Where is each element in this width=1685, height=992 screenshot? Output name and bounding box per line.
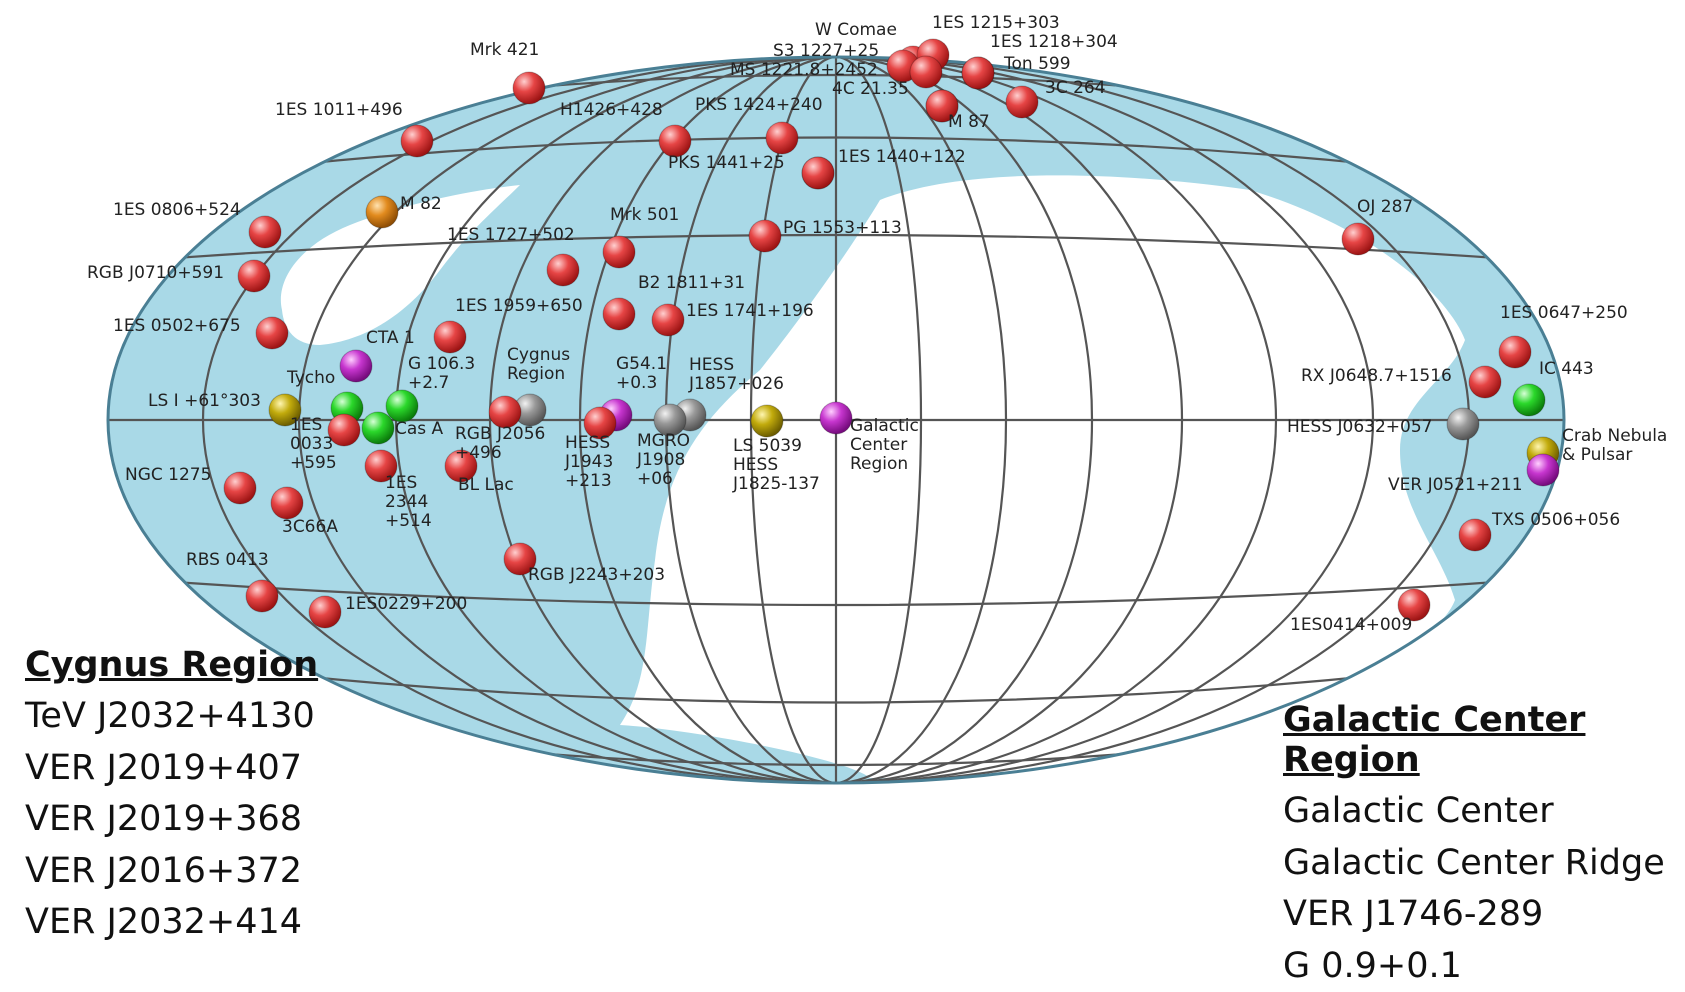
label-oj-287: OJ 287 bbox=[1357, 197, 1413, 217]
label-s3-1227-25: S3 1227+25 bbox=[773, 41, 879, 61]
marker-1es-1741-196 bbox=[652, 304, 684, 336]
cygnus-legend-item: VER J2016+372 bbox=[25, 846, 318, 898]
marker-pg-1553-113 bbox=[749, 220, 781, 252]
marker-pks-1424-240 bbox=[766, 122, 798, 154]
label-1es-1959-650: 1ES 1959+650 bbox=[455, 296, 583, 316]
cygnus-legend-item: TeV J2032+4130 bbox=[25, 691, 318, 743]
label-rbs-0413: 1ES0229+200 bbox=[345, 594, 467, 614]
marker-1es-0647-250 bbox=[1499, 336, 1531, 368]
label-m-87: M 87 bbox=[948, 112, 990, 132]
marker-g-106-3-2-7 bbox=[386, 390, 418, 422]
label-rgb-j2243-203: 1ES0414+009 bbox=[1290, 615, 1412, 635]
marker-m-82 bbox=[366, 196, 398, 228]
marker-3c-264 bbox=[1006, 86, 1038, 118]
label-rx-j0648-7-1516: RX J0648.7+1516 bbox=[1301, 366, 1452, 386]
label-1es-0502-675: 1ES 0502+675 bbox=[113, 316, 241, 336]
marker-ver-j0521-211 bbox=[224, 472, 256, 504]
label-ngc-1275: 3C66A bbox=[282, 517, 338, 537]
marker-ms-1221-8-2452 bbox=[910, 56, 942, 88]
marker-cas-a bbox=[362, 412, 394, 444]
label-1es-1727-502: 1ES 1727+502 bbox=[447, 225, 575, 245]
label-1es0229-200: RGB J2243+203 bbox=[528, 565, 665, 585]
label-4c-21-35: 4C 21.35 bbox=[832, 79, 909, 99]
marker-bl-lac bbox=[1459, 519, 1491, 551]
marker-1es-1440-122 bbox=[802, 157, 834, 189]
marker-ls-5039 bbox=[751, 405, 783, 437]
label-1es-1215-303: 1ES 1215+303 bbox=[932, 13, 1060, 33]
label-pks-1424-240: PKS 1424+240 bbox=[695, 95, 823, 115]
label-ver-j0521-211: NGC 1275 bbox=[125, 465, 211, 485]
cygnus-legend-item: VER J2019+368 bbox=[25, 794, 318, 846]
label-ic-443: IC 443 bbox=[1539, 359, 1594, 379]
label-ton-599: Ton 599 bbox=[1003, 54, 1071, 74]
label-cta-1: CTA 1 bbox=[366, 328, 415, 348]
marker-txs-0506-056 bbox=[246, 580, 278, 612]
label-mrk-421: Mrk 421 bbox=[470, 40, 539, 60]
label-1es-2344-514: BL Lac bbox=[458, 475, 514, 495]
label-rgb-j0710-591: RGB J0710+591 bbox=[87, 263, 224, 283]
marker-hess-j1825-137 bbox=[820, 402, 852, 434]
label-h1426-428: H1426+428 bbox=[560, 100, 663, 120]
marker-cta-1 bbox=[340, 350, 372, 382]
marker-oj-287 bbox=[1342, 223, 1374, 255]
label-ms-1221-8-2452: MS 1221.8+2452 bbox=[730, 60, 878, 80]
label-hess-j0632-057: Crab Nebula& Pulsar bbox=[1562, 426, 1667, 465]
marker-1es-1727-502 bbox=[547, 254, 579, 286]
label-mrk-501: Mrk 501 bbox=[610, 205, 679, 225]
marker-mrk-421 bbox=[513, 72, 545, 104]
marker-1es-1959-650 bbox=[434, 321, 466, 353]
marker-rbs-0413 bbox=[309, 596, 341, 628]
gc-legend-item: G 0.9+0.1 bbox=[1283, 941, 1685, 992]
marker-rx-j0648-7-1516 bbox=[1469, 366, 1501, 398]
marker-ngc-1275 bbox=[271, 487, 303, 519]
label-m-82: M 82 bbox=[400, 194, 442, 214]
cygnus-legend-title: Cygnus Region bbox=[25, 645, 318, 685]
label-1es-1011-496: 1ES 1011+496 bbox=[275, 100, 403, 120]
label-1es-0806-524: 1ES 0806+524 bbox=[113, 200, 241, 220]
label-cas-a: Cas A bbox=[395, 419, 444, 439]
label-ls-i-61-303: LS I +61°303 bbox=[148, 391, 261, 411]
label-w-comae: W Comae bbox=[815, 20, 897, 40]
label-1es-1440-122: 1ES 1440+122 bbox=[838, 147, 966, 167]
label-crab-nebula-pulsar: VER J0521+211 bbox=[1388, 475, 1523, 495]
label-pg-1553-113: PG 1553+113 bbox=[783, 218, 902, 238]
label-bl-lac: TXS 0506+056 bbox=[1491, 510, 1620, 530]
gc-legend-item: Galactic Center Ridge bbox=[1283, 838, 1685, 890]
label-1es-1741-196: 1ES 1741+196 bbox=[686, 301, 814, 321]
label-3c-264: 3C 264 bbox=[1045, 78, 1106, 98]
galactic-center-legend: Galactic Center Region Galactic Center G… bbox=[1283, 700, 1685, 992]
gc-legend-item: Galactic Center bbox=[1283, 786, 1685, 838]
label-tycho: Tycho bbox=[286, 368, 335, 388]
marker-1es-1011-496 bbox=[401, 125, 433, 157]
label-1es-0647-250: 1ES 0647+250 bbox=[1500, 303, 1628, 323]
cygnus-legend-item: VER J2019+407 bbox=[25, 743, 318, 795]
cygnus-region-legend: Cygnus Region TeV J2032+4130 VER J2019+4… bbox=[25, 645, 318, 949]
label-pks-1441-25: PKS 1441+25 bbox=[668, 153, 785, 173]
marker-galactic-center-region bbox=[1447, 408, 1479, 440]
marker-crab-nebula-pulsar bbox=[1527, 454, 1559, 486]
marker-ic-443 bbox=[1513, 384, 1545, 416]
label-galactic-center-region: HESS J0632+057 bbox=[1287, 417, 1432, 437]
marker-1es-0502-675 bbox=[256, 317, 288, 349]
gc-legend-title: Galactic Center Region bbox=[1283, 700, 1685, 780]
marker-1es-0806-524 bbox=[249, 216, 281, 248]
label-1es-1218-304: 1ES 1218+304 bbox=[990, 32, 1118, 52]
marker-rgb-j0710-591 bbox=[238, 260, 270, 292]
cygnus-legend-item: VER J2032+414 bbox=[25, 897, 318, 949]
label-txs-0506-056: RBS 0413 bbox=[186, 550, 269, 570]
marker-b2-1811-31 bbox=[603, 298, 635, 330]
label-b2-1811-31: B2 1811+31 bbox=[638, 273, 745, 293]
marker-ton-599 bbox=[962, 57, 994, 89]
marker-mrk-501 bbox=[603, 236, 635, 268]
gc-legend-item: VER J1746-289 bbox=[1283, 889, 1685, 941]
